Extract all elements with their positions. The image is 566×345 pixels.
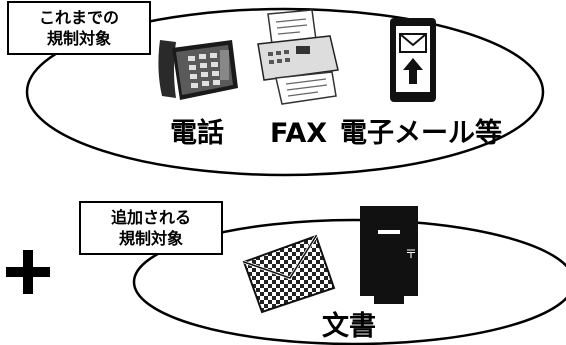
added-scope-tag: 追加される 規制対象 (79, 201, 223, 255)
added-scope-group: 追加される 規制対象 〒 文書 (79, 201, 566, 345)
item-label-phone: 電話 (170, 117, 224, 149)
item-label-fax: FAX (270, 118, 327, 149)
current-scope-tag: これまでの 規制対象 (7, 1, 151, 55)
added-scope-tag-line-2: 規制対象 (119, 229, 183, 248)
current-scope-ellipse (25, 7, 545, 177)
mobile-mail-icon (390, 18, 436, 102)
current-scope-tag-line-1: これまでの (39, 8, 119, 27)
item-label-document: 文書 (322, 310, 376, 342)
item-label-email: 電子メール等 (340, 117, 502, 149)
envelope-icon (242, 234, 336, 314)
mailbox-icon: 〒 (360, 206, 418, 304)
current-scope-tag-line-2: 規制対象 (47, 29, 111, 48)
fax-icon (257, 9, 339, 105)
current-scope-group: これまでの 規制対象 (7, 1, 545, 177)
plus-sign (6, 250, 50, 294)
mailbox-postal-mark: 〒 (405, 247, 417, 261)
added-scope-tag-line-1: 追加される (111, 208, 191, 227)
phone-icon (158, 40, 238, 100)
added-scope-ellipse (132, 218, 566, 345)
